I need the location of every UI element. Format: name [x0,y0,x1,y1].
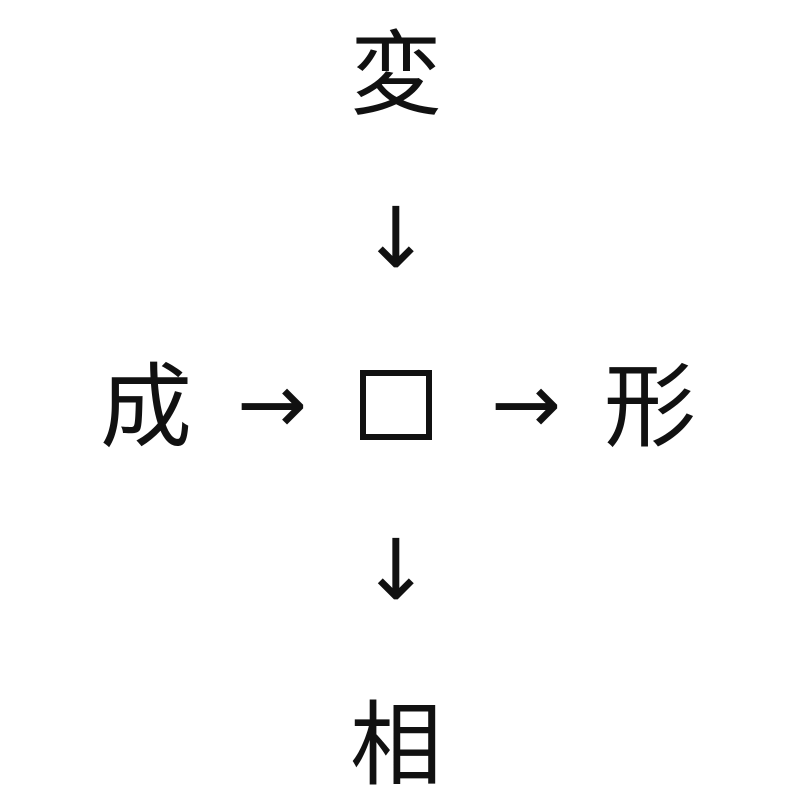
arrow-down-bottom: ↓ [360,521,432,619]
arrow-right-left: → [236,355,308,453]
arrow-down-top: ↓ [360,189,432,287]
arrow-right-right: → [490,355,562,453]
kanji-bottom: 相 [349,692,442,799]
kanji-right: 形 [603,354,696,461]
blank-box [360,370,432,440]
kanji-left: 成 [99,354,192,461]
kanji-top: 変 [349,22,442,129]
